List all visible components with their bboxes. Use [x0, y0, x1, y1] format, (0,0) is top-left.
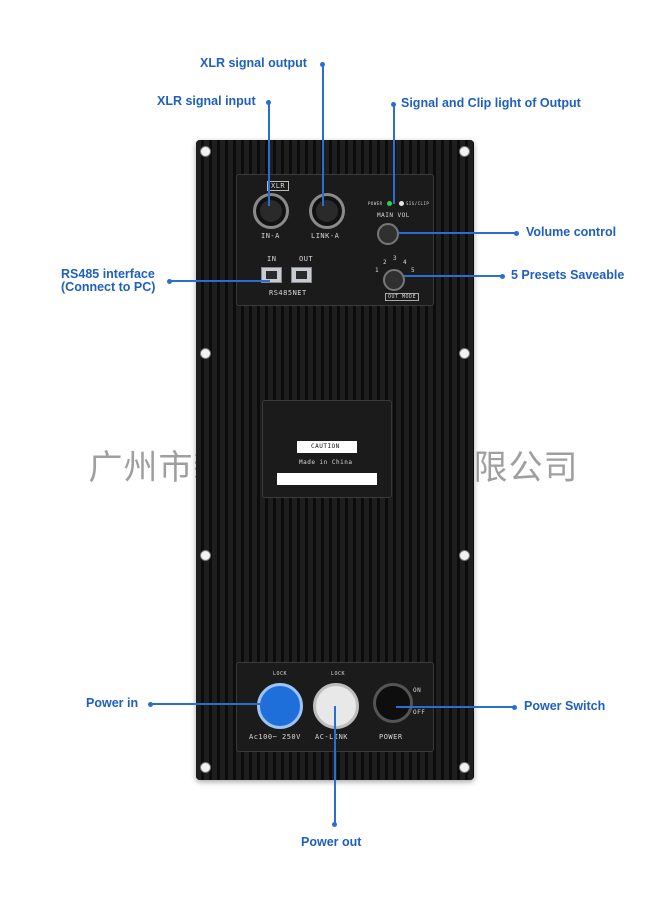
- preset-2-label: 2: [383, 259, 388, 266]
- mount-hole: [459, 762, 470, 773]
- power-label: POWER: [379, 733, 403, 741]
- volume-callout: Volume control: [526, 225, 617, 239]
- preset-selector-knob[interactable]: [383, 269, 405, 291]
- xlr-output-connector[interactable]: [309, 193, 345, 229]
- made-in-label: Made in China: [299, 459, 353, 466]
- power-out-leader: [334, 706, 336, 824]
- lock-label-left: LOCK: [273, 671, 288, 677]
- xlr-input-leader: [268, 102, 270, 206]
- mount-hole: [200, 762, 211, 773]
- xlr-output-callout: XLR signal output: [200, 56, 307, 70]
- mount-hole: [459, 146, 470, 157]
- rs-out-label: OUT: [299, 255, 314, 263]
- rs485-dot: [167, 279, 172, 284]
- rs485-out-port[interactable]: [291, 267, 312, 283]
- signal-clip-leader: [393, 104, 395, 204]
- mount-hole: [459, 550, 470, 561]
- out-mode-label: OUT MODE: [385, 293, 420, 301]
- sig-clip-label: SIG/CLIP: [406, 201, 430, 206]
- caution-strip: CAUTION: [297, 441, 357, 453]
- xlr-input-callout: XLR signal input: [157, 94, 256, 108]
- volume-leader: [398, 232, 516, 234]
- caution-label: CAUTION: [311, 443, 340, 450]
- rs485net-label: RS485NET: [269, 289, 307, 297]
- preset-1-label: 1: [375, 267, 380, 274]
- rs485-in-port[interactable]: [261, 267, 282, 283]
- mount-hole: [459, 348, 470, 359]
- rs485-callout-line1: RS485 interface: [61, 267, 155, 281]
- power-in-callout: Power in: [86, 696, 139, 710]
- signal-clip-callout: Signal and Clip light of Output: [401, 96, 581, 110]
- volume-knob[interactable]: [377, 223, 399, 245]
- on-label: ON: [413, 687, 422, 694]
- rs-in-label: IN: [267, 255, 277, 263]
- off-label: OFF: [413, 709, 426, 716]
- power-switch-callout: Power Switch: [524, 699, 606, 713]
- presets-dot: [500, 274, 505, 279]
- lock-label-right: LOCK: [331, 671, 346, 677]
- xlr-output-leader: [322, 64, 324, 206]
- mount-hole: [200, 550, 211, 561]
- volume-dot: [514, 231, 519, 236]
- power-out-connector[interactable]: [313, 683, 359, 729]
- power-out-callout: Power out: [301, 835, 362, 849]
- power-switch-dot: [512, 705, 517, 710]
- label-plate: CAUTION Made in China: [262, 400, 392, 498]
- mount-hole: [200, 146, 211, 157]
- power-in-leader: [150, 703, 268, 705]
- power-switch[interactable]: [373, 683, 413, 723]
- rs485-callout-line2: (Connect to PC): [61, 280, 156, 294]
- in-a-label: IN-A: [261, 232, 280, 240]
- ac-link-label: AC-LINK: [315, 733, 349, 741]
- ac-range-label: Ac100~ 250V: [249, 733, 301, 741]
- power-out-dot: [332, 822, 337, 827]
- preset-3-label: 3: [393, 255, 398, 262]
- main-vol-label: MAIN VOL: [377, 212, 410, 219]
- amplifier-panel: XLR IN-A LINK-A IN OUT RS485NET POWER SI…: [196, 140, 474, 780]
- xlr-input-connector[interactable]: [253, 193, 289, 229]
- power-led: [387, 201, 392, 206]
- rs485-leader: [170, 280, 270, 282]
- power-switch-leader: [396, 706, 514, 708]
- xlr-badge: XLR: [267, 181, 290, 191]
- signal-clip-led: [399, 201, 404, 206]
- presets-callout: 5 Presets Saveable: [511, 268, 625, 282]
- power-led-label: POWER: [368, 201, 383, 206]
- presets-leader: [404, 275, 502, 277]
- preset-5-label: 5: [411, 267, 416, 274]
- rs485-callout: RS485 interface (Connect to PC): [61, 268, 191, 294]
- preset-4-label: 4: [403, 259, 408, 266]
- mount-hole: [200, 348, 211, 359]
- certification-icons: [277, 473, 377, 485]
- power-in-dot: [148, 702, 153, 707]
- link-a-label: LINK-A: [311, 232, 340, 240]
- power-in-connector[interactable]: [257, 683, 303, 729]
- io-plate: XLR IN-A LINK-A IN OUT RS485NET POWER SI…: [236, 174, 434, 306]
